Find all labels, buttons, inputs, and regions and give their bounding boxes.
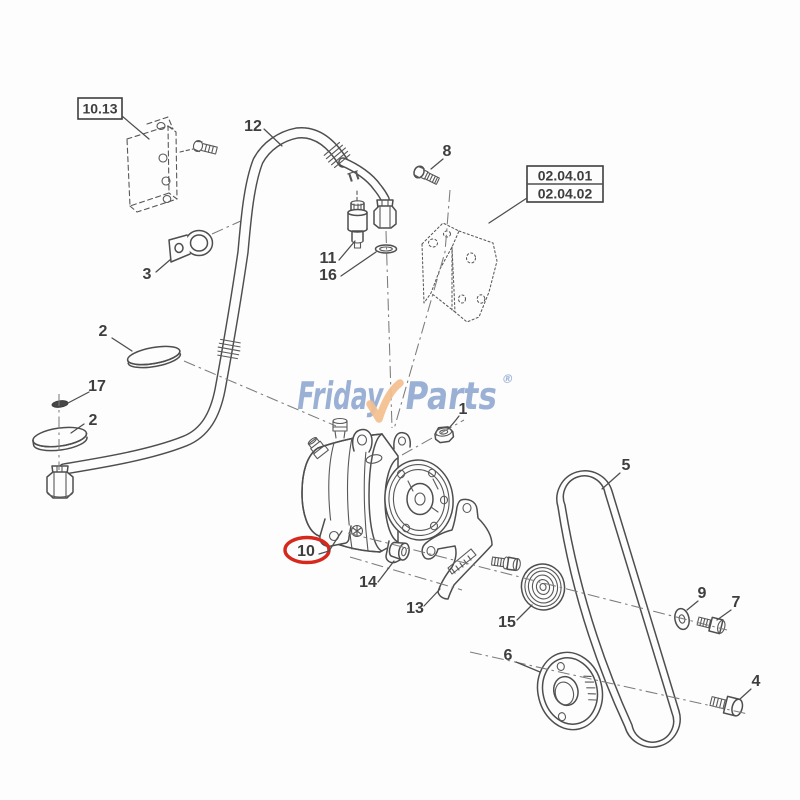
bracket-bolt bbox=[490, 556, 521, 572]
watermark-logo: Friday Parts ® bbox=[294, 372, 515, 423]
plate-bolt-centerline bbox=[179, 148, 194, 153]
seal-17 bbox=[51, 400, 69, 408]
callout-15: 15 bbox=[498, 614, 516, 631]
bolt-7 bbox=[696, 616, 726, 635]
callout-10: 10 bbox=[297, 543, 315, 560]
clamp-centerline bbox=[211, 219, 244, 235]
ref-box-10-13: 10.13 bbox=[77, 97, 150, 140]
callout-16: 16 bbox=[319, 267, 337, 284]
ref-bracket bbox=[421, 222, 498, 323]
hose bbox=[46, 127, 397, 499]
hose-elbow-nut bbox=[373, 199, 397, 229]
logo-word-parts: Parts bbox=[402, 375, 500, 419]
callout-14: 14 bbox=[359, 574, 377, 591]
bracket-slot bbox=[447, 548, 477, 575]
oring-centerline bbox=[183, 360, 337, 427]
hose-collar-lower bbox=[217, 338, 241, 360]
bolt-4 bbox=[709, 695, 744, 717]
callout-7: 7 bbox=[732, 594, 741, 611]
ref-box-02-04-row1: 02.04.01 bbox=[538, 168, 593, 184]
logo-check-icon bbox=[366, 379, 404, 423]
nut-1 bbox=[434, 426, 455, 444]
callout-5: 5 bbox=[622, 457, 631, 474]
belt-5 bbox=[555, 469, 682, 749]
elbow-stem bbox=[347, 170, 360, 182]
idler-pulley-15 bbox=[520, 563, 566, 611]
callout-11: 11 bbox=[320, 250, 337, 267]
bracket-13 bbox=[421, 498, 493, 600]
callout-6: 6 bbox=[504, 647, 513, 664]
callout-3: 3 bbox=[143, 266, 152, 283]
ref-box-02-04-row2: 02.04.02 bbox=[538, 186, 593, 202]
plate-bolt bbox=[192, 140, 218, 155]
oring-16 bbox=[374, 244, 398, 254]
mounting-plate bbox=[126, 116, 178, 213]
oring-2-lower bbox=[32, 426, 88, 452]
logo-registered-mark: ® bbox=[501, 372, 515, 386]
mount-14 bbox=[388, 541, 410, 561]
crank-pulley-6 bbox=[536, 651, 604, 731]
callout-2-lower: 2 bbox=[89, 412, 98, 429]
nut-centerline bbox=[401, 419, 465, 456]
callout-4: 4 bbox=[752, 673, 761, 690]
callout-leaders bbox=[67, 128, 752, 700]
callout-1: 1 bbox=[459, 401, 468, 418]
charge-valve bbox=[347, 200, 368, 249]
callout-17: 17 bbox=[88, 378, 106, 395]
ref-box-10-13-label: 10.13 bbox=[82, 101, 117, 117]
callout-12: 12 bbox=[244, 118, 262, 135]
clamp bbox=[168, 229, 214, 263]
bracket-centerline bbox=[393, 189, 451, 430]
ref-box-02-04: 02.04.01 02.04.02 bbox=[488, 165, 604, 224]
callout-2-upper: 2 bbox=[99, 323, 108, 340]
hose-collar-upper bbox=[323, 141, 351, 169]
callout-8: 8 bbox=[443, 143, 452, 160]
callout-13: 13 bbox=[406, 600, 424, 617]
hose-end-nut bbox=[46, 465, 74, 499]
callout-9: 9 bbox=[698, 585, 707, 602]
bolt-8 bbox=[413, 165, 440, 185]
oring-2-upper bbox=[126, 345, 182, 369]
highlight-circle-10: 10 bbox=[283, 530, 343, 565]
